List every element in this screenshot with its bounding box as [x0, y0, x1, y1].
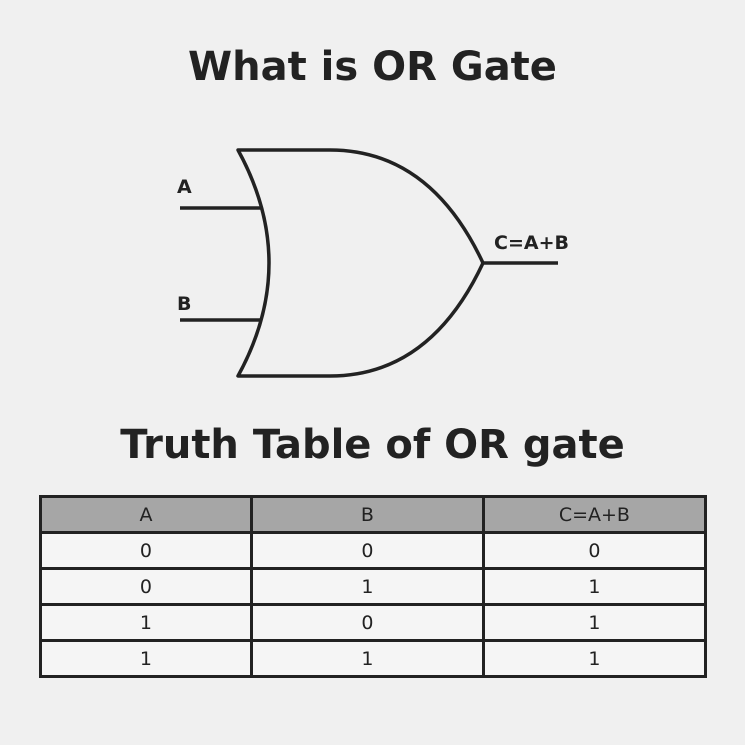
table-row: 1 1 1 [39, 639, 708, 678]
input-a-label: A [177, 176, 192, 198]
table-cell: 0 [39, 567, 253, 606]
truth-table: A B C=A+B 0 0 0 0 1 1 1 0 1 1 1 1 [39, 495, 708, 678]
truth-table-header-row: A B C=A+B [39, 495, 708, 534]
truth-table-title: Truth Table of OR gate [120, 422, 625, 468]
table-cell: 1 [249, 639, 485, 678]
table-row: 0 0 0 [39, 531, 708, 570]
table-cell: 0 [249, 531, 485, 570]
or-gate-diagram [180, 148, 558, 378]
header-c: C=A+B [481, 495, 708, 534]
table-cell: 1 [39, 603, 253, 642]
table-cell: 1 [481, 639, 708, 678]
table-cell: 1 [39, 639, 253, 678]
table-cell: 0 [481, 531, 708, 570]
page-title: What is OR Gate [188, 44, 557, 90]
table-cell: 1 [481, 567, 708, 606]
or-gate-body [236, 148, 485, 378]
table-row: 1 0 1 [39, 603, 708, 642]
table-cell: 1 [481, 603, 708, 642]
input-b-label: B [177, 293, 192, 315]
output-label: C=A+B [494, 232, 569, 254]
header-b: B [249, 495, 485, 534]
table-row: 0 1 1 [39, 567, 708, 606]
table-cell: 1 [249, 567, 485, 606]
header-a: A [39, 495, 253, 534]
table-cell: 0 [249, 603, 485, 642]
table-cell: 0 [39, 531, 253, 570]
